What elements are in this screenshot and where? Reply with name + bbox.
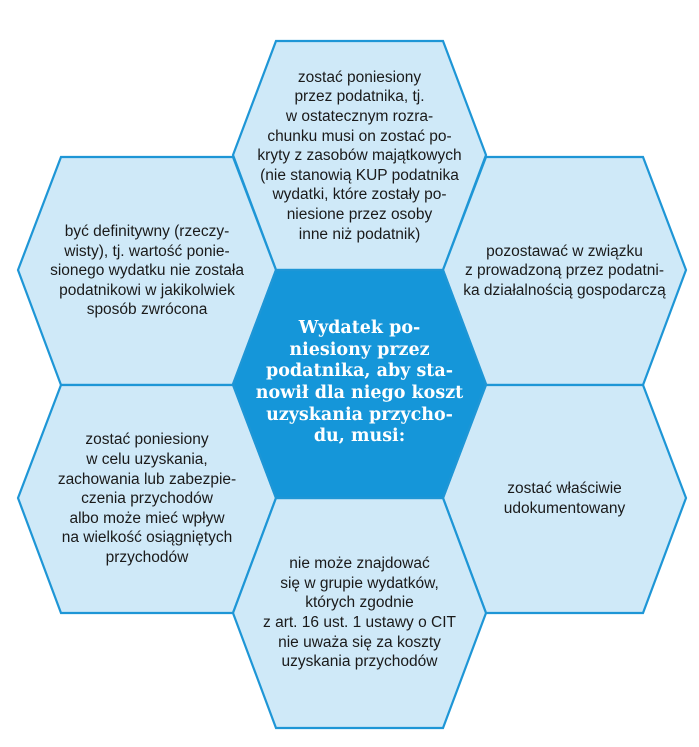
text-line: (nie stanowią KUP podatnika [260,166,459,184]
text-line: zostać poniesiony [297,68,422,86]
text-line: nowił dla niego koszt [255,383,464,403]
text-line: z art. 16 ust. 1 ustawy o CIT [263,614,456,631]
text-line: z prowadzoną przez podatni- [464,262,665,280]
text-line: nie uważa się za koszty [278,633,441,651]
text-line: wisty), tj. wartość ponie- [64,242,230,260]
text-line: sionego wydatku nie została [50,262,244,280]
text-line: uzyskania przychodów [281,653,438,671]
hex-top-text: zostać poniesiony przez podatnika, tj. w o… [233,52,486,260]
text-line: Wydatek po- [298,318,421,339]
text-line: czenia przychodów [81,490,213,508]
hex-lower-left-text: zostać poniesiony w celu uzyskania,zachow… [20,385,274,613]
text-line: udokumentowany [503,500,626,517]
text-line: du, musi: [313,426,406,447]
text-line: na wielkość osiągniętych [61,529,233,547]
text-line: albo może mieć wpływ [69,509,225,527]
hex-upper-left-text: być definitywny (rzeczy-wisty), tj. wart… [20,157,274,385]
text-line: wydatki, które zostały po- [272,186,447,204]
text-line: chunku musi on zostać po- [267,127,452,145]
text-line: zostać poniesiony [85,431,209,449]
text-line: w ostatecznym rozra- [285,108,434,126]
text-line: pozostawać w związku [486,242,643,260]
text-line: kryty z zasobów majątkowych [257,147,462,165]
text-line: zachowania lub zabezpie- [57,470,237,488]
text-line: nie może znajdować [289,555,430,573]
text-line: przychodów [105,548,189,566]
hex-upper-right-text: pozostawać w związku z prowadzoną przez p… [445,157,684,385]
text-line: ka działalnością gospodarczą [463,281,666,299]
text-line: zostać właściwie [507,480,622,498]
text-line: podatnikowi w jakikolwiek [59,281,235,299]
hex-cell-center [231,268,488,500]
text-line: których zgodnie [305,594,414,612]
text-line: się w grupie wydatków, [280,574,439,592]
text-line: inne niż podatnik) [298,225,421,243]
text-line: sposób zwrócona [86,301,208,319]
text-line: uzyskania przycho- [266,404,453,425]
text-line: niesiony przez [289,339,430,360]
text-line: podatnika, aby sta- [266,361,453,382]
text-line: przez podatnika, tj. [294,88,425,106]
text-line: w celu uzyskania, [86,451,208,469]
text-line: niesione przez osoby [286,205,433,223]
hex-lower-right-text: zostać właściwie udokumentowany [445,385,684,613]
text-line: być definitywny (rzeczy- [64,223,230,241]
